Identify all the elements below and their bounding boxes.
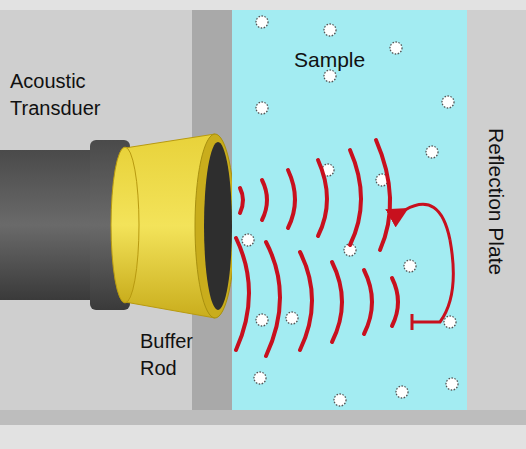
housing-bottom [0, 425, 526, 449]
reflection-plate: Reflection Plate [467, 10, 526, 410]
node-label: Reflection Plate [483, 128, 510, 275]
buffer-rod-label: Buffer Rod [140, 328, 212, 382]
transducer-body [0, 150, 100, 300]
buffer-rod-end [111, 147, 139, 303]
housing-top [0, 0, 526, 10]
buffer-rod-face [195, 134, 235, 318]
transducer-label: Acoustic Transduer [10, 68, 128, 122]
buffer-rod-face [204, 142, 232, 310]
node-label: Sample [294, 46, 365, 73]
housing-base [0, 410, 526, 425]
sample-region: Sample [232, 10, 467, 410]
